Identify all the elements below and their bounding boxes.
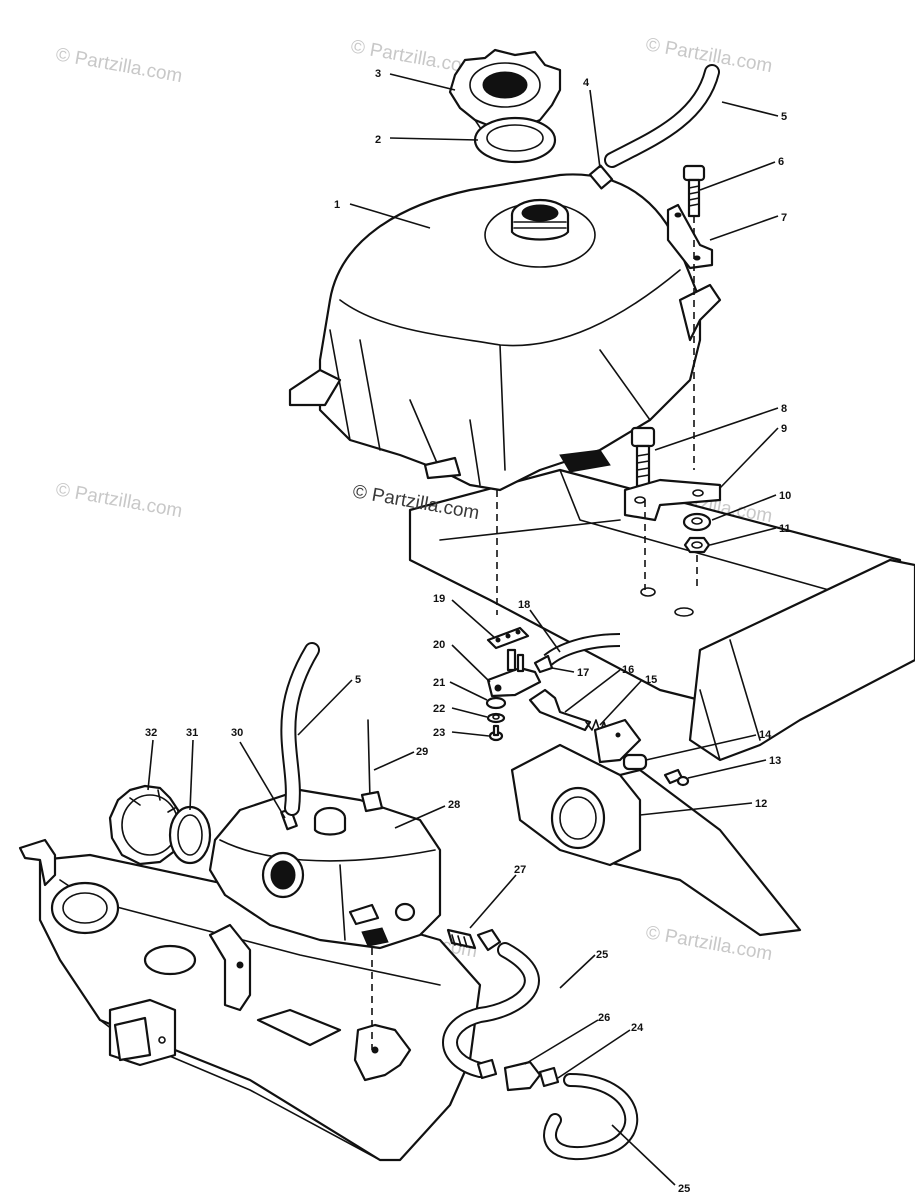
sender-rod-29 bbox=[360, 719, 384, 813]
callout-18: 18 bbox=[518, 599, 530, 611]
callout-1: 1 bbox=[334, 199, 340, 211]
callout-31: 31 bbox=[186, 727, 198, 739]
aux-cap-gasket bbox=[168, 805, 212, 865]
cable-16 bbox=[528, 688, 592, 732]
callout-16: 16 bbox=[622, 664, 634, 676]
leader-lines bbox=[147, 73, 779, 1186]
callout-13: 13 bbox=[769, 755, 781, 767]
callout-27: 27 bbox=[514, 864, 526, 876]
callout-labels: 1 2 3 4 5 5 6 7 8 9 10 11 12 13 14 15 16… bbox=[145, 68, 791, 1195]
mount-bracket-7 bbox=[666, 203, 714, 270]
callout-25-lower: 25 bbox=[678, 1183, 690, 1195]
callout-17: 17 bbox=[577, 667, 589, 679]
callout-4: 4 bbox=[583, 77, 590, 89]
fuel-cap bbox=[448, 48, 562, 136]
callout-6: 6 bbox=[778, 156, 784, 168]
vent-hose-aux bbox=[280, 642, 320, 816]
hose-clamps bbox=[476, 1058, 560, 1088]
callout-32: 32 bbox=[145, 727, 157, 739]
callout-20: 20 bbox=[433, 639, 445, 651]
vent-hose-top bbox=[588, 64, 720, 190]
cap-gasket bbox=[473, 116, 557, 164]
callout-9: 9 bbox=[781, 423, 787, 435]
chassis-frame bbox=[408, 468, 915, 937]
callout-21: 21 bbox=[433, 677, 445, 689]
bolt-8 bbox=[630, 426, 656, 488]
callout-23: 23 bbox=[433, 727, 445, 739]
watermark: © Partzilla.com bbox=[54, 44, 184, 87]
screw-13 bbox=[663, 768, 690, 787]
fuel-line-18 bbox=[543, 633, 621, 666]
callout-26: 26 bbox=[598, 1012, 610, 1024]
main-fuel-tank bbox=[288, 173, 722, 492]
valve-plate-19 bbox=[486, 626, 530, 650]
fuel-filter-26 bbox=[503, 1060, 542, 1092]
callout-25: 25 bbox=[596, 949, 608, 961]
bracket-14 bbox=[593, 718, 648, 771]
callout-3: 3 bbox=[375, 68, 381, 80]
screw-23 bbox=[488, 724, 504, 742]
callout-24: 24 bbox=[631, 1022, 644, 1034]
callout-5: 5 bbox=[781, 111, 787, 123]
fuel-valve-20 bbox=[486, 648, 542, 698]
callout-12: 12 bbox=[755, 798, 767, 810]
fuel-line-25-lower bbox=[543, 1073, 639, 1161]
auxiliary-fuel-tank bbox=[208, 788, 442, 950]
fuel-line-25-upper bbox=[442, 942, 540, 1078]
washer-21 bbox=[485, 696, 507, 710]
nut-11 bbox=[683, 536, 711, 554]
spring-15 bbox=[585, 719, 609, 735]
callout-11: 11 bbox=[779, 523, 791, 535]
bolt-6 bbox=[682, 164, 706, 218]
callout-28: 28 bbox=[448, 799, 460, 811]
callout-8: 8 bbox=[781, 403, 787, 415]
callout-7: 7 bbox=[781, 212, 787, 224]
callout-29: 29 bbox=[416, 746, 428, 758]
callout-5-aux: 5 bbox=[355, 674, 361, 686]
washer-22 bbox=[486, 712, 506, 724]
callout-10: 10 bbox=[779, 490, 791, 502]
watermark: © Partzilla.com bbox=[54, 479, 184, 522]
callout-2: 2 bbox=[375, 134, 381, 146]
callout-22: 22 bbox=[433, 703, 445, 715]
callout-19: 19 bbox=[433, 593, 445, 605]
callout-15: 15 bbox=[645, 674, 657, 686]
callout-14: 14 bbox=[759, 729, 772, 741]
washer-10 bbox=[682, 512, 712, 532]
aux-fuel-cap bbox=[108, 784, 184, 866]
fitting-27 bbox=[446, 928, 502, 952]
callout-30: 30 bbox=[231, 727, 243, 739]
hose-clamp-17 bbox=[533, 654, 554, 674]
